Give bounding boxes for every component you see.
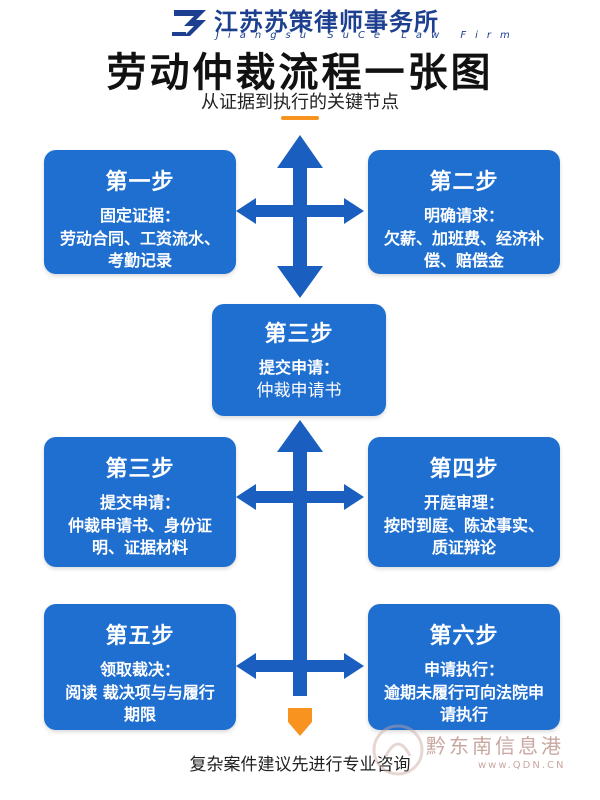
step-3-center-card: 第三步 提交申请： 仲裁申请书	[212, 304, 386, 416]
step-3-card: 第三步 提交申请： 仲裁申请书、身份证明、证据材料	[44, 437, 236, 567]
step-4-card: 第四步 开庭审理： 按时到庭、陈述事实、质证辩论	[368, 437, 560, 567]
page-subtitle: 从证据到执行的关键节点	[201, 92, 399, 113]
step-subtitle: 提交申请：	[99, 493, 180, 512]
step-body: 阅读 裁决项与与履行期限	[65, 683, 215, 724]
step-title: 第三步	[105, 457, 175, 482]
step-body: 欠薪、加班费、经济补偿、赔偿金	[383, 229, 544, 270]
firm-name-en: Jiangsu SuCe Law Firm	[216, 30, 519, 41]
step-1-card: 第一步 固定证据： 劳动合同、工资流水、考勤记录	[44, 150, 236, 274]
watermark-name: 黔东南信息港	[426, 734, 564, 758]
step-subtitle: 明确请求：	[423, 206, 504, 225]
firm-name-cn: 江苏苏策律师事务所	[214, 8, 439, 36]
step-title: 第一步	[105, 170, 175, 195]
step-2-card: 第二步 明确请求： 欠薪、加班费、经济补偿、赔偿金	[368, 150, 560, 274]
step-body: 仲裁申请书、身份证明、证据材料	[67, 516, 212, 557]
step-body: 劳动合同、工资流水、考勤记录	[59, 229, 220, 270]
step-subtitle: 开庭审理：	[423, 493, 504, 512]
step-subtitle: 申请执行：	[423, 660, 504, 679]
watermark-logo-icon	[372, 724, 424, 776]
title-accent-bar	[281, 116, 319, 120]
step-subtitle: 领取裁决：	[99, 660, 180, 679]
top-cross-arrow	[236, 135, 364, 298]
watermark-url: www.QDN.CN	[478, 760, 566, 771]
step-5-card: 第五步 领取裁决： 阅读 裁决项与与履行期限	[44, 604, 236, 730]
bottom-cross-arrow	[236, 420, 364, 696]
step-subtitle: 固定证据：	[99, 206, 180, 225]
step-body: 按时到庭、陈述事实、质证辩论	[383, 516, 544, 557]
step-subtitle: 提交申请：	[258, 358, 339, 377]
step-title: 第三步	[264, 322, 334, 347]
step-body: 仲裁申请书	[256, 381, 342, 401]
step-title: 第四步	[429, 457, 499, 482]
page-title: 劳动仲裁流程一张图	[106, 50, 494, 96]
firm-logo-icon	[172, 10, 206, 36]
step-body: 逾期未履行可向法院申请执行	[383, 683, 544, 724]
footer-note: 复杂案件建议先进行专业咨询	[189, 755, 411, 775]
step-title: 第二步	[429, 170, 499, 195]
end-marker-icon	[288, 708, 312, 736]
step-6-card: 第六步 申请执行： 逾期未履行可向法院申请执行	[368, 604, 560, 730]
header: 江苏苏策律师事务所 Jiangsu SuCe Law Firm	[0, 0, 600, 46]
step-title: 第五步	[105, 624, 175, 649]
step-title: 第六步	[429, 624, 499, 649]
